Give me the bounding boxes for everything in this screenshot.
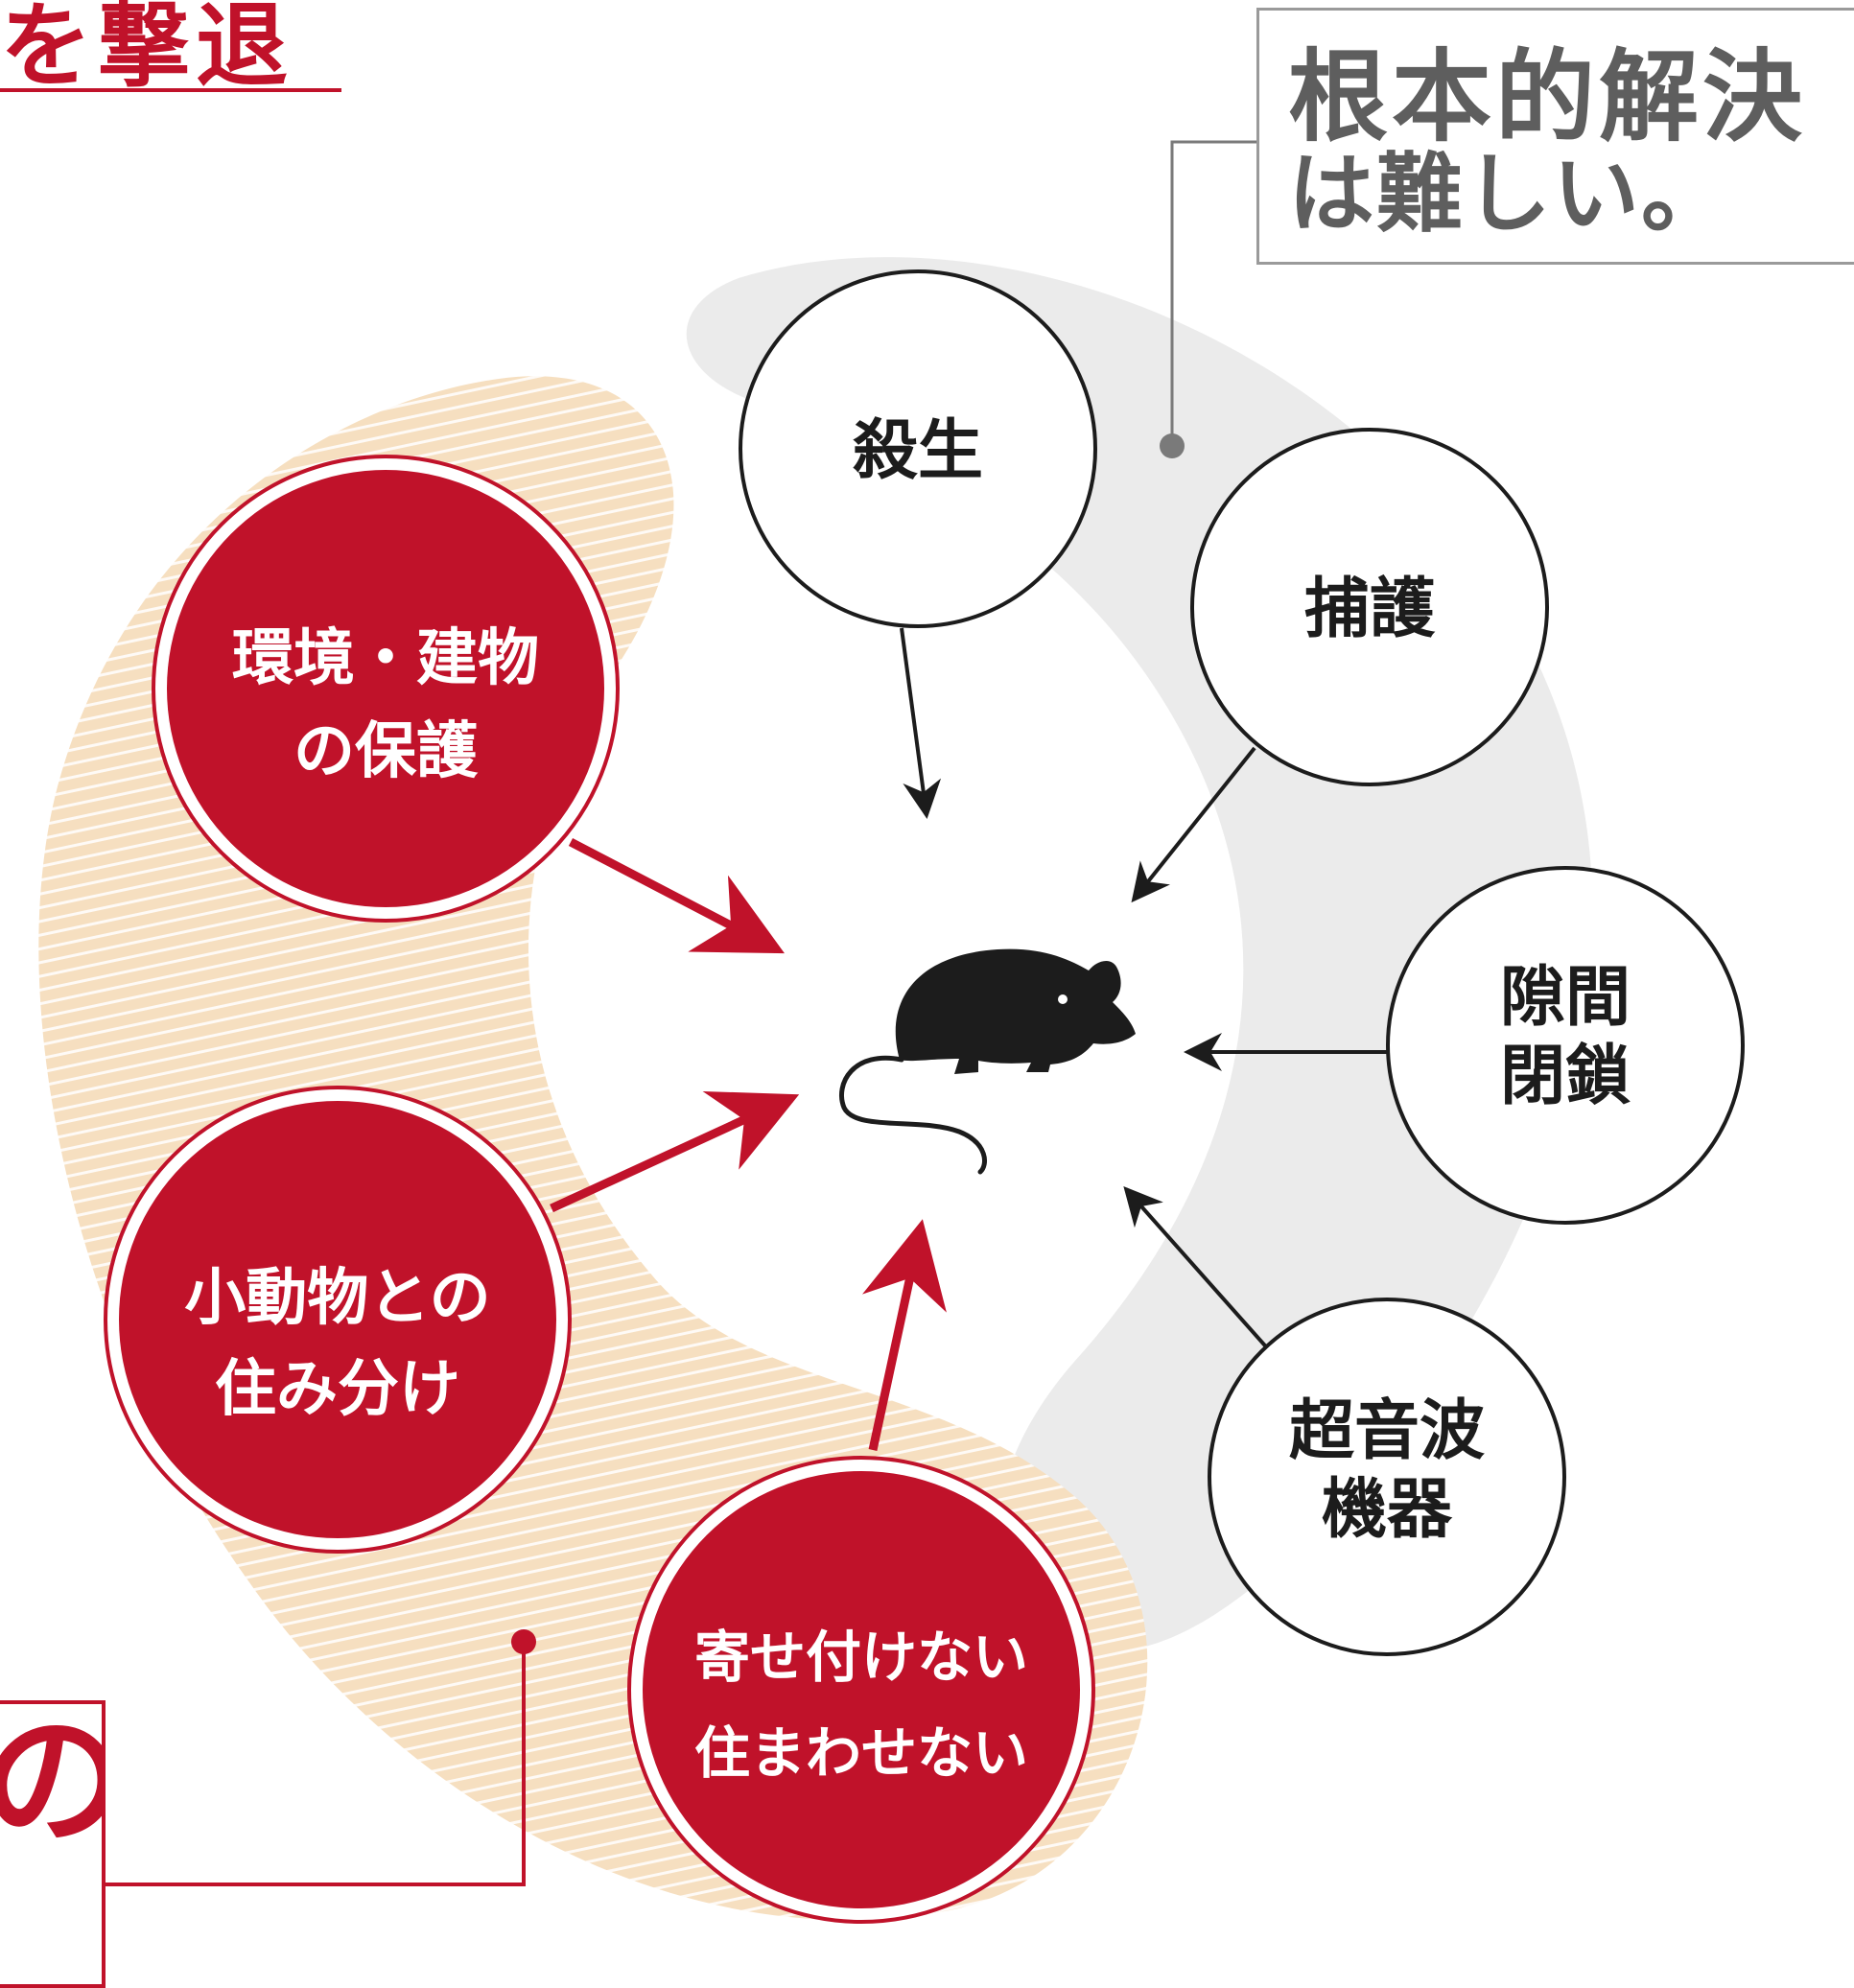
solution-callout-fragment: の [0, 1710, 102, 1854]
svg-text:機器: 機器 [1322, 1471, 1453, 1548]
method-coexistence: 小動物との 住み分け [104, 1086, 572, 1554]
svg-text:超音波: 超音波 [1289, 1392, 1485, 1469]
solution-callout: の [0, 1700, 106, 1988]
arrow-capture [1131, 746, 1256, 903]
method-gap-sealing: 隙間 閉鎖 [1386, 866, 1745, 1225]
arrow-repel [861, 1219, 947, 1451]
svg-text:殺生: 殺生 [853, 412, 983, 489]
arrow-ultrasonic [1123, 1186, 1273, 1354]
svg-text:環境・建物: 環境・建物 [232, 623, 539, 694]
dark-arrows [900, 627, 1389, 1354]
headline-underline [0, 88, 341, 92]
svg-text:閉鎖: 閉鎖 [1500, 1038, 1631, 1114]
method-repel: 寄せ付けない 住まわせない [627, 1456, 1095, 1924]
rat-icon [839, 948, 1136, 1175]
svg-text:隙間: 隙間 [1500, 959, 1631, 1036]
headline-fragment: を撃退 [0, 0, 293, 100]
callout-line-2: は難しい。 [1288, 144, 1729, 245]
svg-text:住まわせない: 住まわせない [694, 1720, 1028, 1786]
svg-text:住み分け: 住み分け [215, 1354, 460, 1425]
red-arrows [550, 838, 947, 1451]
svg-text:捕護: 捕護 [1304, 571, 1436, 647]
svg-text:小動物との: 小動物との [184, 1263, 490, 1334]
difficulty-callout: 根本的解決 は難しい。 [1256, 8, 1854, 265]
gray-callout-leader [1160, 140, 1256, 458]
callout-line-1: 根本的解決 [1288, 38, 1807, 155]
method-ultrasonic: 超音波 機器 [1208, 1298, 1566, 1656]
method-capture: 捕護 [1190, 428, 1549, 786]
red-callout-leader [106, 1629, 536, 1886]
svg-text:寄せ付けない: 寄せ付けない [694, 1625, 1028, 1690]
method-kill: 殺生 [739, 269, 1097, 628]
method-environment-protection: 環境・建物 の保護 [152, 455, 620, 923]
arrow-coexist [550, 1090, 800, 1213]
arrow-environment [568, 838, 785, 954]
svg-text:の保護: の保護 [293, 716, 479, 787]
arrow-kill [900, 627, 942, 819]
